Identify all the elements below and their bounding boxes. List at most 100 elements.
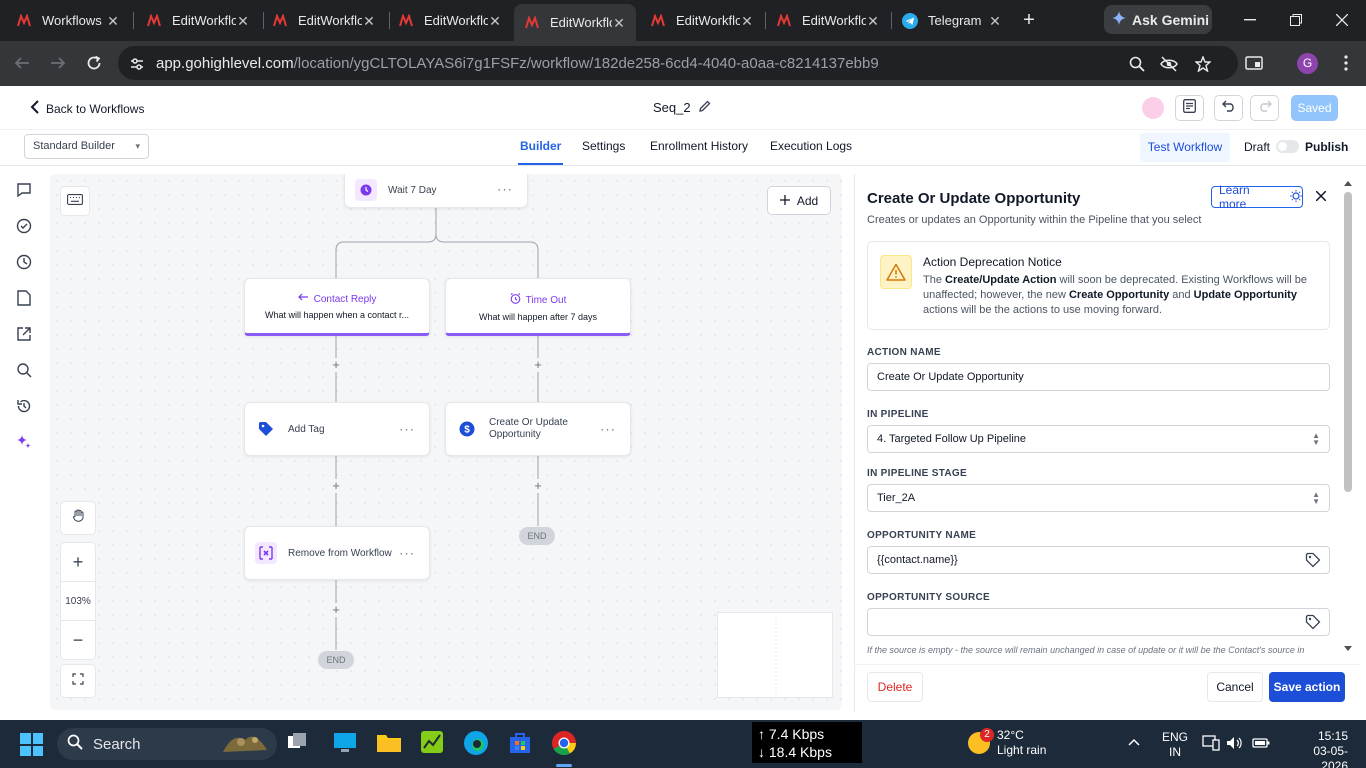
- add-step-plus-icon[interactable]: +: [531, 358, 545, 372]
- add-step-plus-icon[interactable]: +: [329, 358, 343, 372]
- cancel-button[interactable]: Cancel: [1207, 672, 1263, 702]
- action-name-input[interactable]: Create Or Update Opportunity: [867, 363, 1330, 391]
- browser-tab[interactable]: EditWorkflow ✕: [388, 6, 512, 35]
- pipeline-stage-select[interactable]: Tier_2A ▲▼: [867, 484, 1330, 512]
- saved-button[interactable]: Saved: [1291, 95, 1338, 121]
- builder-mode-select[interactable]: Standard Builder ▾: [24, 134, 149, 159]
- keyboard-shortcuts-button[interactable]: [60, 186, 90, 216]
- zoom-magnifier-icon[interactable]: [1128, 55, 1146, 73]
- scroll-up-arrow-icon[interactable]: [1342, 178, 1354, 188]
- fit-view-button[interactable]: [60, 664, 96, 698]
- restore-history-icon[interactable]: [15, 397, 33, 415]
- zoom-out-button[interactable]: −: [72, 630, 84, 650]
- chevron-up-icon[interactable]: [1128, 735, 1140, 749]
- battery-icon[interactable]: [1252, 735, 1270, 751]
- node-menu-icon[interactable]: ···: [399, 545, 415, 561]
- minimize-window-icon[interactable]: [1240, 10, 1260, 30]
- browser-tab[interactable]: EditWorkflow ✕: [136, 6, 260, 35]
- tab-enrollment-history[interactable]: Enrollment History: [650, 139, 749, 153]
- bookmark-star-icon[interactable]: [1194, 55, 1212, 73]
- node-menu-icon[interactable]: ···: [600, 421, 616, 437]
- opportunity-source-input[interactable]: [867, 608, 1330, 636]
- add-tag-node[interactable]: Add Tag ···: [244, 402, 430, 456]
- external-link-icon[interactable]: [15, 325, 33, 343]
- profile-avatar[interactable]: G: [1297, 53, 1318, 74]
- save-action-button[interactable]: Save action: [1269, 672, 1345, 702]
- pipeline-select[interactable]: 4. Targeted Follow Up Pipeline ▲▼: [867, 425, 1330, 453]
- eye-slash-icon[interactable]: [1160, 55, 1178, 73]
- document-icon[interactable]: [15, 289, 33, 307]
- close-tab-icon[interactable]: ✕: [989, 12, 1001, 29]
- create-opportunity-node[interactable]: $ Create Or Update Opportunity ···: [445, 402, 631, 456]
- address-bar[interactable]: app.gohighlevel.com/location/ygCLTOLAYAS…: [118, 46, 1238, 80]
- add-step-plus-icon[interactable]: +: [329, 479, 343, 493]
- chat-bubble-icon[interactable]: [15, 181, 33, 199]
- ai-sparkle-icon[interactable]: [15, 433, 33, 451]
- system-clock[interactable]: 15:15 03-05-2026: [1313, 729, 1348, 768]
- browser-tab[interactable]: Telegram ✕: [892, 6, 1012, 35]
- close-tab-icon[interactable]: ✕: [741, 12, 753, 29]
- ask-gemini-button[interactable]: Ask Gemini: [1104, 5, 1212, 34]
- language-indicator[interactable]: ENG IN: [1162, 730, 1189, 759]
- pencil-edit-icon[interactable]: [698, 100, 711, 115]
- panel-scrollbar[interactable]: [1342, 178, 1354, 656]
- close-tab-icon[interactable]: ✕: [237, 12, 249, 29]
- close-tab-icon[interactable]: ✕: [107, 12, 119, 29]
- browser-tab[interactable]: Workflows ✕: [6, 6, 130, 35]
- chrome-browser-icon[interactable]: [551, 730, 577, 756]
- edge-browser-icon[interactable]: [463, 730, 489, 756]
- close-panel-icon[interactable]: [1313, 188, 1329, 204]
- pan-hand-button[interactable]: [60, 501, 96, 535]
- branch-time-out[interactable]: Time Out What will happen after 7 days: [445, 278, 631, 336]
- tab-builder[interactable]: Builder: [517, 139, 564, 165]
- custom-value-tag-icon[interactable]: [1305, 614, 1321, 630]
- windows-start-icon[interactable]: [20, 733, 43, 756]
- undo-button[interactable]: [1214, 95, 1243, 121]
- restore-window-icon[interactable]: [1286, 10, 1306, 30]
- branch-contact-reply[interactable]: Contact Reply What will happen when a co…: [244, 278, 430, 336]
- remote-desktop-icon[interactable]: [333, 730, 359, 756]
- version-history-button[interactable]: [1175, 95, 1204, 121]
- check-circle-icon[interactable]: [15, 217, 33, 235]
- node-menu-icon[interactable]: ···: [399, 421, 415, 437]
- scroll-down-arrow-icon[interactable]: [1342, 644, 1354, 654]
- browser-tab[interactable]: EditWorkflow ✕: [640, 6, 764, 35]
- search-icon[interactable]: [15, 361, 33, 379]
- close-window-icon[interactable]: [1332, 10, 1352, 30]
- reload-icon[interactable]: [82, 51, 106, 75]
- canvas-grid[interactable]: Wait 7 Day ··· Contact Reply What will h…: [50, 174, 842, 710]
- weather-widget[interactable]: 2 32°C Light rain: [968, 728, 1046, 758]
- forward-arrow-icon[interactable]: [46, 51, 70, 75]
- node-menu-icon[interactable]: ···: [497, 181, 513, 197]
- task-view-icon[interactable]: [287, 732, 307, 754]
- taskbar-search[interactable]: Search: [57, 728, 277, 760]
- new-tab-button[interactable]: +: [1023, 9, 1035, 31]
- wait-node[interactable]: Wait 7 Day ···: [344, 174, 528, 208]
- workflow-canvas[interactable]: Wait 7 Day ··· Contact Reply What will h…: [48, 166, 844, 718]
- close-tab-icon[interactable]: ✕: [363, 12, 375, 29]
- close-tab-icon[interactable]: ✕: [867, 12, 879, 29]
- clock-history-icon[interactable]: [15, 253, 33, 271]
- opportunity-name-input[interactable]: {{contact.name}}: [867, 546, 1330, 574]
- remove-from-workflow-node[interactable]: Remove from Workflow ···: [244, 526, 430, 580]
- close-tab-icon[interactable]: ✕: [613, 14, 625, 31]
- canvas-minimap[interactable]: [717, 612, 833, 698]
- back-arrow-icon[interactable]: [10, 51, 34, 75]
- tab-execution-logs[interactable]: Execution Logs: [770, 139, 853, 153]
- zoom-in-button[interactable]: +: [61, 543, 95, 582]
- test-workflow-button[interactable]: Test Workflow: [1140, 133, 1230, 162]
- site-settings-icon[interactable]: [128, 55, 146, 73]
- close-tab-icon[interactable]: ✕: [489, 12, 501, 29]
- kebab-menu-icon[interactable]: [1334, 51, 1358, 75]
- add-step-plus-icon[interactable]: +: [531, 479, 545, 493]
- speaker-volume-icon[interactable]: [1226, 735, 1244, 751]
- browser-tab[interactable]: EditWorkflow ✕: [262, 6, 386, 35]
- learn-more-button[interactable]: Learn more: [1211, 183, 1303, 211]
- tab-search-icon[interactable]: [1242, 51, 1266, 75]
- user-avatar[interactable]: [1142, 97, 1164, 119]
- publish-toggle[interactable]: [1276, 140, 1299, 153]
- file-explorer-icon[interactable]: [376, 730, 402, 756]
- add-button[interactable]: Add: [767, 186, 831, 215]
- delete-button[interactable]: Delete: [867, 672, 923, 702]
- phone-link-icon[interactable]: [1202, 735, 1220, 751]
